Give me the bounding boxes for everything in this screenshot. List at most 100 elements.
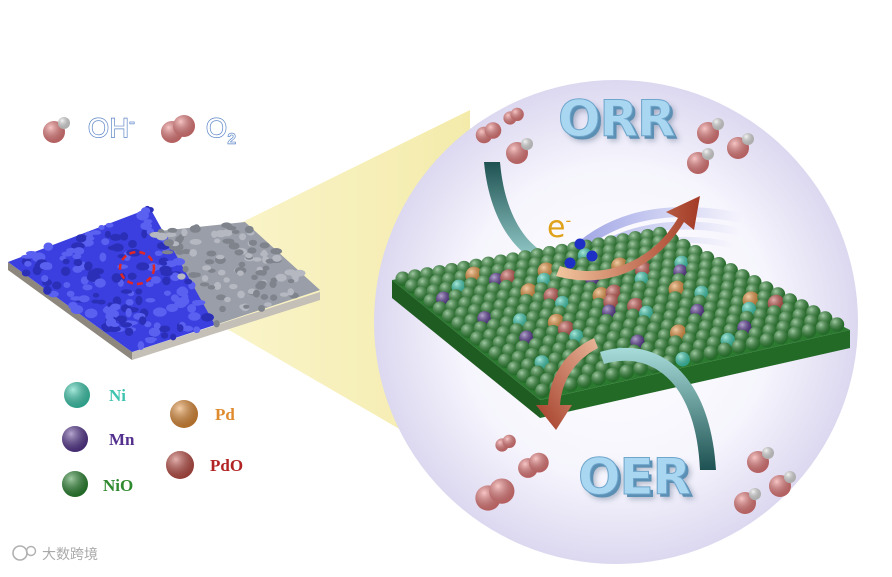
film-grain: [237, 270, 244, 276]
film-grain: [258, 305, 265, 312]
film-grain: [103, 327, 113, 332]
hydrogen-atom: [749, 488, 761, 500]
film-grain: [138, 341, 145, 350]
lattice-atom-nio: [760, 333, 774, 347]
film-grain: [251, 275, 258, 280]
lattice-atom-nio: [774, 330, 788, 344]
hydroxide-formula: OH: [88, 113, 130, 143]
film-grain: [41, 275, 48, 282]
film-grain: [91, 299, 100, 303]
film-grain: [161, 261, 168, 266]
film-grain: [68, 302, 78, 309]
film-grain: [91, 268, 104, 275]
film-grain: [128, 240, 137, 248]
film-grain: [224, 297, 231, 302]
film-grain: [218, 270, 226, 276]
hydrogen-atom: [702, 148, 714, 160]
electron-label: e-: [547, 210, 571, 245]
film-grain: [140, 222, 152, 230]
film-grain: [105, 231, 111, 238]
film-grain: [263, 266, 270, 271]
lattice-atom-nio: [718, 343, 732, 357]
film-grain: [162, 276, 170, 285]
film-grain: [106, 223, 114, 228]
film-grain: [135, 296, 142, 305]
film-grain: [269, 280, 276, 288]
lattice-atom-nio: [816, 321, 830, 335]
film-grain: [108, 245, 122, 250]
film-grain: [117, 264, 128, 269]
film-grain: [164, 290, 171, 295]
film-grain: [237, 291, 245, 299]
film-grain: [205, 259, 214, 264]
film-grain: [264, 302, 272, 306]
legend-swatch-ni: [64, 382, 90, 408]
film-grain: [214, 320, 220, 327]
film-grain: [192, 300, 205, 305]
hydrogen-atom: [521, 138, 533, 150]
film-grain: [164, 239, 174, 246]
film-grain: [214, 238, 220, 243]
hydrogen-atom: [712, 118, 724, 130]
oxygen-subscript: 2: [228, 130, 237, 147]
lattice-atom-nio: [690, 349, 704, 363]
film-grain: [24, 261, 31, 267]
film-grain: [155, 251, 163, 256]
electron-particle: [565, 258, 576, 269]
film-grain: [52, 281, 61, 289]
film-grain: [270, 248, 282, 254]
film-grain: [61, 267, 70, 276]
legend-swatch-pdo: [166, 451, 194, 479]
film-grain: [181, 229, 187, 237]
film-grain: [43, 286, 52, 295]
film-grain: [202, 265, 211, 270]
film-grain: [22, 269, 31, 276]
film-grain: [189, 249, 197, 257]
film-grain: [63, 282, 70, 288]
film-grain: [177, 324, 184, 332]
film-grain: [272, 255, 282, 262]
lattice-atom-nio: [605, 368, 619, 382]
film-grain: [170, 334, 176, 341]
lattice-atom-ni: [676, 352, 690, 366]
film-grain: [108, 306, 115, 310]
film-grain: [182, 249, 191, 254]
legend-swatch-pd: [170, 400, 198, 428]
film-grain: [126, 299, 134, 306]
film-grain: [173, 247, 182, 252]
legend-oxygen-molecule: [161, 115, 195, 143]
film-grain: [226, 226, 236, 230]
film-grain: [177, 273, 185, 279]
film-grain: [187, 304, 196, 313]
hydrogen-atom: [58, 117, 70, 129]
film-grain: [101, 238, 109, 245]
legend-label-mn: Mn: [109, 430, 135, 450]
film-grain: [248, 247, 257, 253]
film-grain: [145, 298, 155, 303]
film-grain: [141, 207, 150, 214]
legend-label-pdo: PdO: [210, 456, 243, 476]
film-grain: [110, 323, 119, 327]
watermark-logo-icon: [13, 546, 36, 560]
film-grain: [190, 226, 196, 232]
film-grain: [200, 282, 210, 286]
lattice-atom-nio: [788, 327, 802, 341]
oxygen-atom: [485, 122, 502, 139]
film-grain: [135, 288, 142, 294]
film-grain: [260, 242, 270, 248]
film-grain: [156, 233, 167, 241]
film-grain: [260, 252, 268, 256]
film-grain: [74, 259, 83, 266]
film-grain: [184, 279, 192, 284]
film-grain: [232, 230, 240, 234]
film-grain: [126, 308, 132, 317]
film-grain: [239, 262, 246, 268]
hydrogen-atom: [742, 133, 754, 145]
electron-symbol: e: [547, 210, 565, 245]
legend-swatch-nio: [62, 471, 88, 497]
film-grain: [125, 328, 133, 336]
film-grain: [159, 266, 172, 273]
film-grain: [208, 285, 216, 289]
electron-charge: -: [565, 211, 571, 230]
